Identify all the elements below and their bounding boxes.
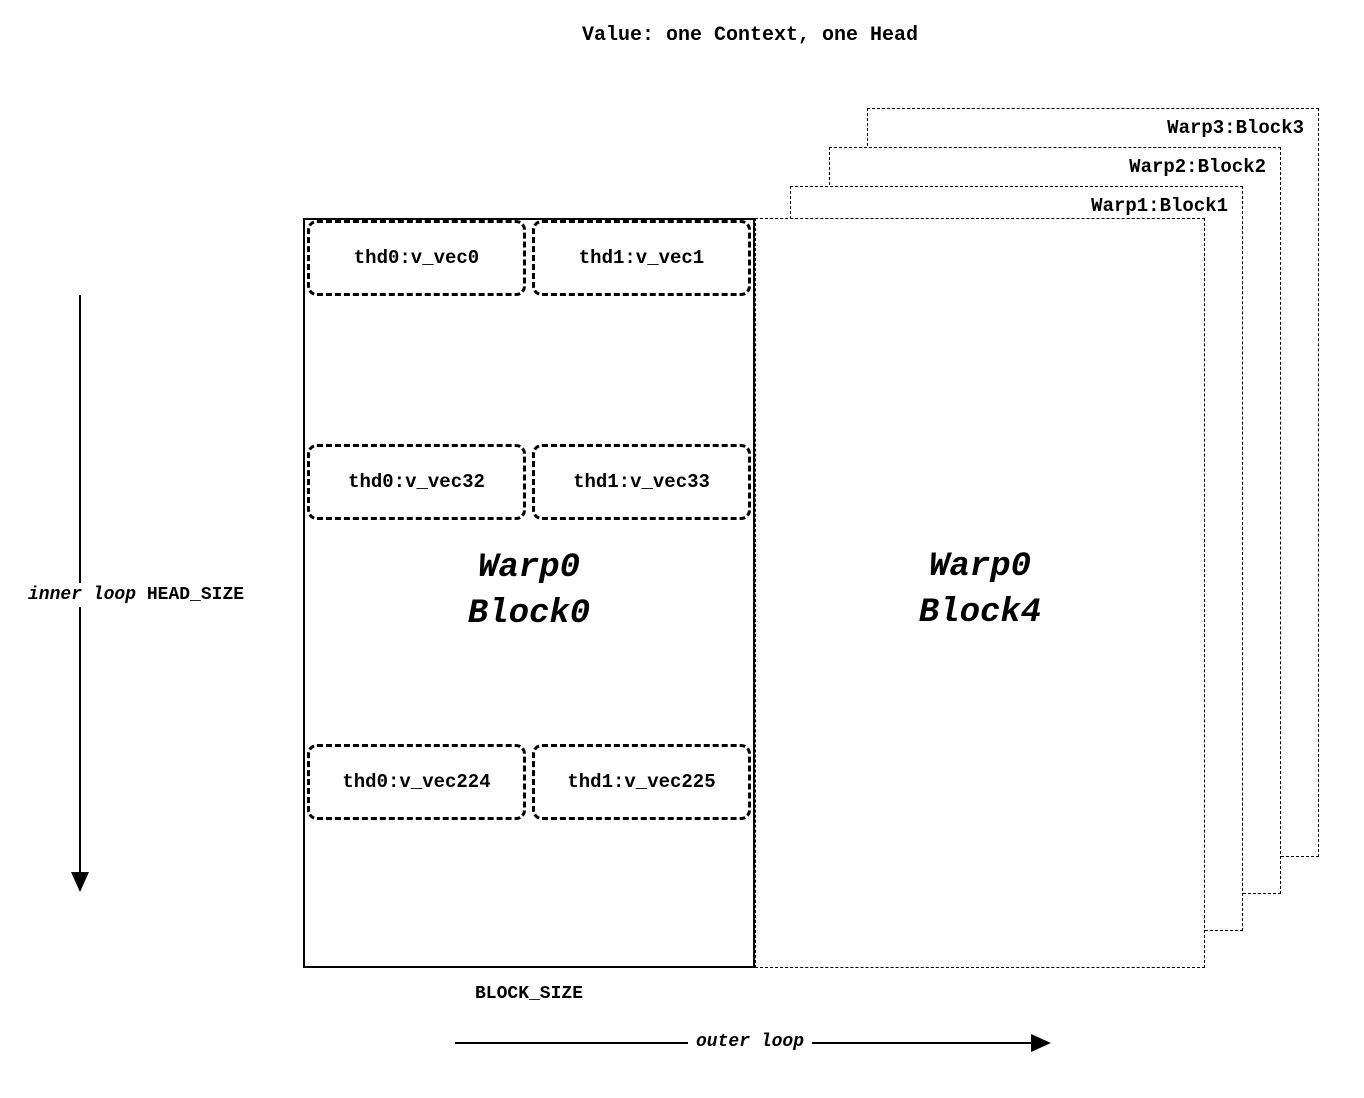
block0-label-line2: Block0: [467, 595, 591, 633]
vector-cell-thd0-v-vec0: thd0:v_vec0: [307, 220, 526, 296]
block-warp0-block4: Warp0 Block4: [755, 218, 1205, 968]
block0-label-line1: Warp0: [477, 549, 581, 587]
block4-label-line2: Block4: [918, 594, 1042, 632]
outer-loop-label: outer loop: [688, 1032, 813, 1052]
block4-label-line1: Warp0: [928, 548, 1032, 586]
block4-label: Warp0 Block4: [756, 544, 1204, 636]
vector-cell-thd1-v-vec33: thd1:v_vec33: [532, 444, 751, 520]
arrow-down-icon: [71, 872, 89, 892]
head-size-text: HEAD_SIZE: [146, 585, 245, 605]
arrow-right-icon: [1031, 1034, 1051, 1052]
vector-row-2: thd0:v_vec224 thd1:v_vec225: [307, 744, 751, 820]
block-label-warp2-block2: Warp2:Block2: [1129, 156, 1266, 178]
vector-cell-thd0-v-vec224: thd0:v_vec224: [307, 744, 526, 820]
block-warp0-block0: thd0:v_vec0 thd1:v_vec1 thd0:v_vec32 thd…: [303, 218, 755, 968]
inner-loop-text: inner loop: [28, 585, 137, 605]
vector-cell-thd0-v-vec32: thd0:v_vec32: [307, 444, 526, 520]
vector-cell-thd1-v-vec1: thd1:v_vec1: [532, 220, 751, 296]
vector-cell-thd1-v-vec225: thd1:v_vec225: [532, 744, 751, 820]
vector-row-0: thd0:v_vec0 thd1:v_vec1: [307, 220, 751, 296]
diagram-title: Value: one Context, one Head: [581, 24, 919, 47]
block-size-label: BLOCK_SIZE: [474, 984, 584, 1004]
vector-row-1: thd0:v_vec32 thd1:v_vec33: [307, 444, 751, 520]
inner-loop-label: inner loop HEAD_SIZE: [24, 583, 249, 607]
block-label-warp1-block1: Warp1:Block1: [1091, 195, 1228, 217]
block0-label: Warp0 Block0: [305, 545, 753, 637]
block-label-warp3-block3: Warp3:Block3: [1167, 117, 1304, 139]
